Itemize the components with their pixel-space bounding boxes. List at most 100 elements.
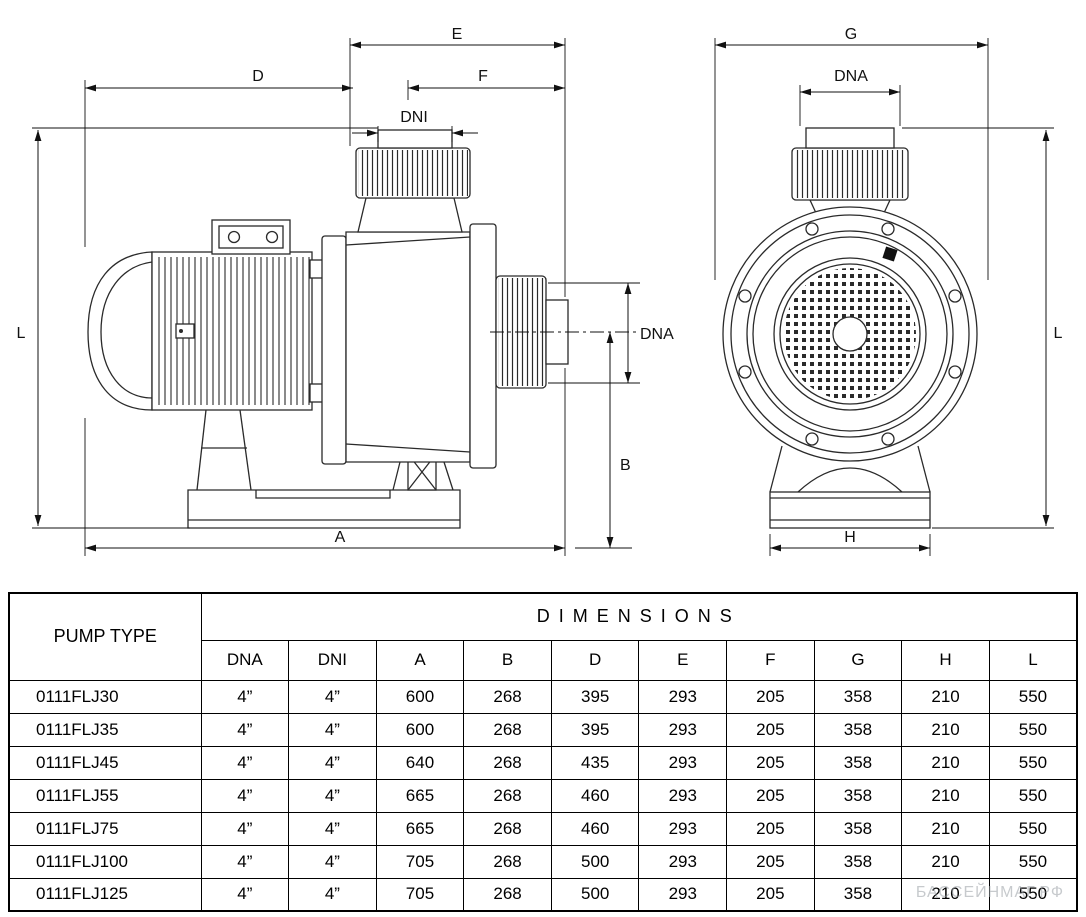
- pump-type-cell: 0111FLJ75: [8, 811, 202, 846]
- column-header-d: D: [550, 639, 640, 681]
- dimensions-table: PUMP TYPE DIMENSIONS DNA DNI A B D E F G…: [8, 592, 1078, 912]
- cell-b: 268: [463, 778, 552, 813]
- dimension-dna-front: DNA: [800, 68, 900, 96]
- table-row: 0111FLJ75 4” 4” 665 268 460 293 205 358 …: [8, 811, 1078, 846]
- cell-h: 210: [901, 745, 990, 780]
- strainer-hub: [832, 316, 868, 352]
- dimensions-header: DIMENSIONS: [200, 592, 1078, 641]
- pump-volute: [345, 231, 471, 463]
- cell-h: 210: [901, 811, 990, 846]
- dim-label-dni: DNI: [400, 109, 428, 126]
- cell-a: 705: [375, 877, 465, 912]
- cell-dna: 4”: [200, 745, 290, 780]
- cell-b: 268: [463, 877, 552, 912]
- cell-l: 550: [988, 745, 1078, 780]
- cell-dna: 4”: [200, 712, 290, 747]
- table-row: 0111FLJ100 4” 4” 705 268 500 293 205 358…: [8, 844, 1078, 879]
- dimension-g: G: [715, 26, 988, 49]
- cell-b: 268: [463, 811, 552, 846]
- keyway-mark: [882, 246, 898, 262]
- cell-dni: 4”: [288, 811, 377, 846]
- cell-a: 705: [375, 844, 465, 879]
- dimension-h: H: [770, 529, 930, 552]
- front-view-drawing: [722, 127, 978, 529]
- cell-h: 210: [901, 778, 990, 813]
- front-view-dimensions: G DNA L H: [714, 26, 1063, 556]
- technical-drawing-area: E D F DNI L DNA B A: [16, 26, 1063, 556]
- table-row: 0111FLJ35 4” 4” 600 268 395 293 205 358 …: [8, 712, 1078, 747]
- cell-b: 268: [463, 679, 552, 714]
- cell-f: 205: [726, 844, 815, 879]
- discharge-union: [495, 275, 569, 389]
- dimension-dni: DNI: [352, 109, 478, 137]
- cell-l: 550: [988, 811, 1078, 846]
- dim-label-e: E: [452, 26, 463, 43]
- cell-dna: 4”: [200, 844, 290, 879]
- casing-cover: [469, 223, 497, 469]
- column-header-dna: DNA: [200, 639, 290, 681]
- cell-f: 205: [726, 679, 815, 714]
- cell-a: 600: [375, 712, 465, 747]
- cell-l: 550: [988, 778, 1078, 813]
- dim-label-d: D: [252, 68, 264, 85]
- cell-g: 358: [813, 679, 903, 714]
- cell-f: 205: [726, 877, 815, 912]
- cell-dna: 4”: [200, 778, 290, 813]
- suction-union: [355, 129, 471, 233]
- dim-label-dna-front: DNA: [834, 68, 868, 85]
- cell-e: 293: [638, 745, 728, 780]
- cell-a: 640: [375, 745, 465, 780]
- dim-label-l-right: L: [1054, 325, 1063, 342]
- cell-dni: 4”: [288, 844, 377, 879]
- pump-type-cell: 0111FLJ100: [8, 844, 202, 879]
- cell-e: 293: [638, 811, 728, 846]
- cell-dna: 4”: [200, 679, 290, 714]
- table-row: 0111FLJ125 4” 4” 705 268 500 293 205 358…: [8, 877, 1078, 912]
- cell-e: 293: [638, 877, 728, 912]
- column-header-l: L: [988, 639, 1078, 681]
- pump-bracket: [321, 235, 347, 465]
- cell-l: 550: [988, 877, 1078, 912]
- column-header-dni: DNI: [288, 639, 377, 681]
- cell-b: 268: [463, 712, 552, 747]
- side-view-drawing: [87, 129, 640, 529]
- cell-dni: 4”: [288, 712, 377, 747]
- cell-f: 205: [726, 745, 815, 780]
- cell-g: 358: [813, 778, 903, 813]
- pump-dimension-drawing: E D F DNI L DNA B A: [17, 26, 1063, 556]
- cell-h: 210: [901, 844, 990, 879]
- cell-d: 395: [550, 679, 640, 714]
- pump-type-cell: 0111FLJ35: [8, 712, 202, 747]
- front-pedestal: [769, 445, 931, 529]
- column-header-f: F: [726, 639, 815, 681]
- column-header-a: A: [375, 639, 465, 681]
- cell-dni: 4”: [288, 778, 377, 813]
- cell-a: 665: [375, 778, 465, 813]
- cell-g: 358: [813, 712, 903, 747]
- cell-dni: 4”: [288, 745, 377, 780]
- dimension-b: B: [606, 332, 631, 548]
- cell-e: 293: [638, 778, 728, 813]
- pump-type-header: PUMP TYPE: [8, 592, 202, 681]
- dim-label-f: F: [478, 68, 488, 85]
- pump-type-cell: 0111FLJ30: [8, 679, 202, 714]
- dim-label-a: A: [335, 529, 346, 546]
- cell-dni: 4”: [288, 877, 377, 912]
- motor-end-cap: [87, 251, 153, 411]
- table-row: 0111FLJ55 4” 4” 665 268 460 293 205 358 …: [8, 778, 1078, 813]
- cell-d: 460: [550, 778, 640, 813]
- column-header-g: G: [813, 639, 903, 681]
- motor-nameplate: [175, 323, 195, 339]
- dimension-dna-side: DNA: [624, 283, 674, 383]
- pump-type-cell: 0111FLJ55: [8, 778, 202, 813]
- cell-a: 600: [375, 679, 465, 714]
- cell-f: 205: [726, 712, 815, 747]
- column-header-e: E: [638, 639, 728, 681]
- cell-a: 665: [375, 811, 465, 846]
- cell-g: 358: [813, 877, 903, 912]
- cell-g: 358: [813, 811, 903, 846]
- cell-l: 550: [988, 679, 1078, 714]
- cell-dna: 4”: [200, 877, 290, 912]
- cell-e: 293: [638, 712, 728, 747]
- cell-d: 500: [550, 877, 640, 912]
